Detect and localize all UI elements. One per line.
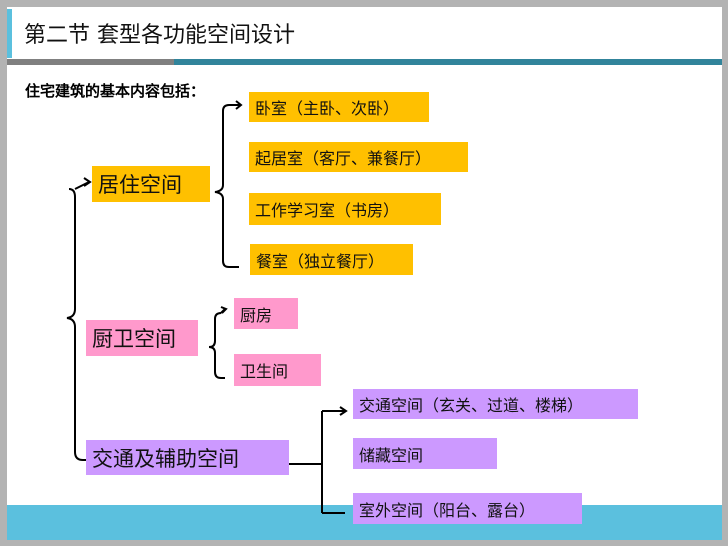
item-living-room: 起居室（客厅、兼餐厅） — [249, 142, 468, 172]
arrow-head-icon — [339, 406, 348, 416]
arrow-head-icon — [83, 177, 92, 187]
item-storage: 储藏空间 — [353, 438, 497, 469]
item-bedroom: 卧室（主卧、次卧） — [249, 92, 429, 122]
living-bracket — [214, 104, 239, 268]
main-bracket — [66, 188, 91, 461]
intro-text: 住宅建筑的基本内容包括： — [25, 82, 206, 100]
title-accent-bar — [7, 9, 12, 58]
item-dining-room: 餐室（独立餐厅） — [250, 244, 413, 275]
category-living-space: 居住空间 — [92, 166, 210, 202]
title-divider — [7, 59, 174, 65]
slide-title: 第二节 套型各功能空间设计 — [24, 23, 295, 48]
aux-connector — [289, 410, 345, 514]
arrow-head-icon — [220, 306, 228, 314]
item-study: 工作学习室（书房） — [249, 193, 441, 225]
category-kitchen-bath: 厨卫空间 — [86, 320, 198, 356]
title-divider-accent — [174, 59, 722, 65]
category-circulation-auxiliary: 交通及辅助空间 — [86, 440, 289, 475]
item-kitchen: 厨房 — [234, 298, 298, 329]
item-circulation: 交通空间（玄关、过道、楼梯） — [353, 389, 638, 419]
arrow-head-icon — [235, 100, 243, 110]
kitchen-bracket — [208, 312, 225, 379]
item-bathroom: 卫生间 — [234, 354, 321, 386]
item-outdoor: 室外空间（阳台、露台） — [353, 493, 582, 524]
bracket-connectors — [66, 100, 348, 514]
